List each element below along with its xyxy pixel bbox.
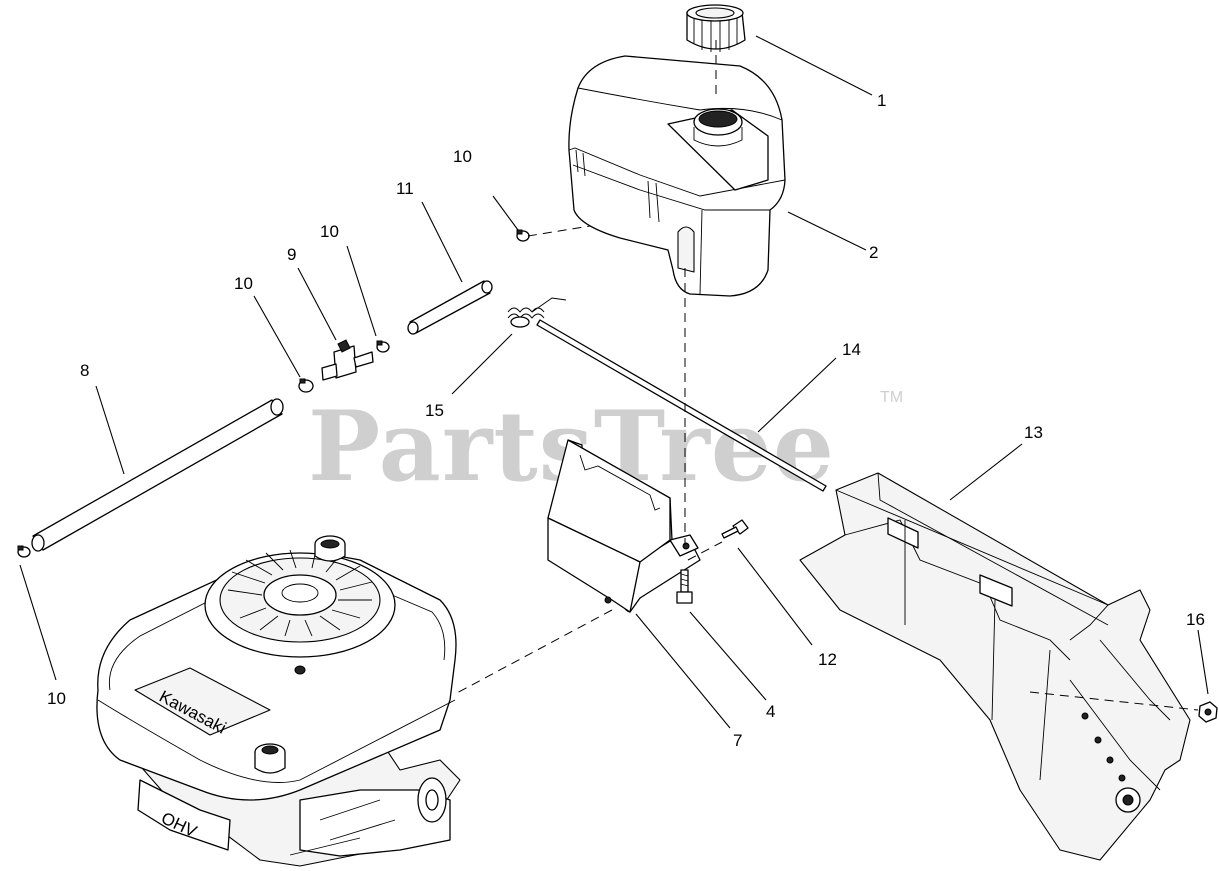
callout-8[interactable]: 8 xyxy=(80,361,89,380)
assembly-lines xyxy=(454,40,1199,711)
callout-2[interactable]: 2 xyxy=(869,243,878,262)
tank-bracket[interactable] xyxy=(547,439,701,613)
hose-clamp-end[interactable] xyxy=(17,545,31,558)
engine[interactable]: OHV Kawasaki xyxy=(96,535,461,867)
callout-10-top[interactable]: 10 xyxy=(453,147,472,166)
callout-numbers: 1 2 4 7 8 9 10 10 10 10 10 11 12 13 14 1… xyxy=(47,91,1205,750)
bracket-screw[interactable] xyxy=(721,519,749,539)
callout-11[interactable]: 11 xyxy=(396,179,414,198)
watermark-trademark: TM xyxy=(880,389,903,406)
callout-15[interactable]: 15 xyxy=(425,401,444,420)
callout-14[interactable]: 14 xyxy=(842,340,861,359)
bracket-bolt[interactable] xyxy=(676,569,693,604)
callout-10-left[interactable]: 10 xyxy=(234,274,253,293)
spring[interactable] xyxy=(507,297,567,328)
fuel-line-short[interactable] xyxy=(407,280,493,335)
mower-frame[interactable] xyxy=(799,472,1191,861)
hose-clamp-mid[interactable] xyxy=(376,340,390,353)
callout-4[interactable]: 4 xyxy=(766,702,775,721)
fuel-shutoff-valve[interactable] xyxy=(321,339,374,381)
fuel-cap[interactable] xyxy=(686,4,746,52)
leader-lines xyxy=(19,35,1209,729)
fuel-tank[interactable] xyxy=(568,55,786,297)
lock-nut[interactable] xyxy=(1198,701,1218,723)
callout-16[interactable]: 16 xyxy=(1186,610,1205,629)
callout-7[interactable]: 7 xyxy=(733,731,742,750)
callout-1[interactable]: 1 xyxy=(877,91,886,110)
hose-clamp-top[interactable] xyxy=(516,229,530,242)
fuel-line-long[interactable] xyxy=(31,398,284,552)
callout-10-bottom[interactable]: 10 xyxy=(47,689,66,708)
callout-13[interactable]: 13 xyxy=(1024,423,1043,442)
callout-9[interactable]: 9 xyxy=(287,245,296,264)
control-rod[interactable] xyxy=(536,319,827,492)
hose-clamp-left[interactable] xyxy=(298,378,314,393)
callout-12[interactable]: 12 xyxy=(818,650,837,669)
callout-10-mid[interactable]: 10 xyxy=(320,222,339,241)
